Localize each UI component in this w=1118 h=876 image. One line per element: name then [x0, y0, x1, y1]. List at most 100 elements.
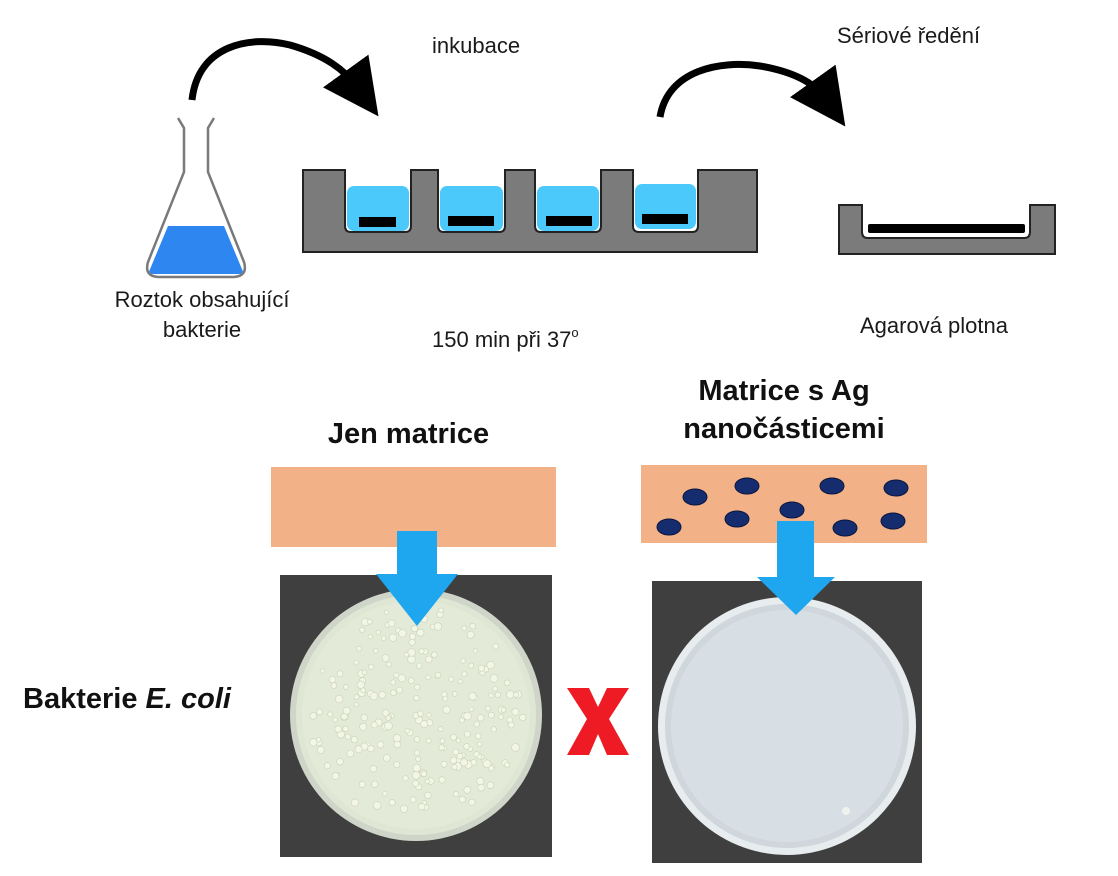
colony	[494, 691, 501, 698]
colony	[360, 687, 366, 694]
colony	[438, 744, 445, 751]
colony	[416, 628, 425, 637]
colony	[384, 609, 390, 615]
incubation-label: inkubace	[432, 33, 521, 58]
colony	[492, 643, 499, 650]
colony	[467, 746, 473, 752]
colony	[500, 707, 507, 713]
colony	[426, 712, 432, 718]
colony	[372, 801, 382, 810]
colony	[382, 709, 390, 717]
time-temp-label: 150 min při 37o	[432, 325, 579, 352]
colony	[468, 692, 477, 701]
colony	[350, 736, 358, 744]
colony	[414, 683, 421, 691]
colony	[412, 780, 420, 787]
cross-icon	[567, 688, 629, 755]
colony	[411, 771, 421, 780]
colony	[440, 760, 448, 768]
colony	[361, 669, 368, 676]
colony	[414, 749, 421, 756]
nanoparticle	[832, 519, 858, 537]
colony	[438, 607, 444, 614]
colony	[371, 780, 379, 788]
matrix-only-title: Jen matrice	[327, 418, 490, 450]
colony	[488, 692, 494, 699]
nanoparticle	[734, 477, 760, 495]
colony	[334, 725, 342, 733]
colony	[463, 730, 471, 738]
colony	[468, 706, 474, 712]
colony	[378, 691, 387, 699]
colony	[353, 694, 360, 700]
colony	[336, 758, 344, 766]
colony	[457, 678, 463, 684]
colony	[346, 749, 355, 758]
colony	[309, 738, 318, 747]
colony	[470, 759, 478, 766]
solution-label: Roztok obsahující bakterie	[114, 287, 290, 342]
nanoparticles	[656, 477, 909, 537]
colony	[418, 803, 426, 811]
colony	[451, 764, 458, 771]
colony	[371, 721, 378, 729]
nanoparticle	[819, 477, 845, 495]
colony	[416, 662, 423, 669]
colony	[463, 711, 472, 721]
colony	[323, 762, 331, 770]
colony	[449, 756, 458, 765]
colony	[367, 634, 373, 640]
colony	[452, 691, 458, 697]
colony	[484, 705, 491, 712]
colony	[474, 732, 482, 740]
colony	[442, 695, 449, 702]
nanoparticle	[656, 518, 682, 536]
colony	[315, 737, 322, 743]
colony	[409, 633, 416, 640]
colony	[403, 652, 409, 658]
nanoparticle	[880, 512, 906, 530]
colony	[477, 664, 485, 672]
colony	[390, 679, 397, 686]
serial-dilution-label: Sériové ředění	[837, 23, 981, 48]
agar-plate-label: Agarová plotna	[860, 313, 1008, 338]
colony	[415, 756, 421, 762]
colony	[438, 776, 446, 784]
colony	[472, 648, 478, 654]
colony	[420, 720, 428, 728]
colony	[360, 714, 368, 722]
well-tray-icon	[302, 169, 758, 253]
colony	[425, 655, 433, 664]
colony	[425, 674, 431, 681]
colony	[402, 775, 409, 782]
curved-arrow-icon	[656, 60, 846, 127]
colony	[390, 689, 397, 696]
colony	[356, 680, 365, 689]
colony	[354, 745, 363, 754]
colony	[513, 691, 519, 698]
colony	[431, 651, 438, 658]
colony	[452, 748, 460, 756]
colony	[468, 662, 475, 669]
colony	[388, 799, 396, 807]
colony	[369, 765, 378, 773]
colony	[476, 741, 483, 747]
colony	[507, 721, 515, 729]
colony	[492, 685, 498, 692]
colony	[373, 648, 379, 654]
colony	[332, 717, 338, 723]
petri-dish-clear	[658, 597, 916, 855]
colony	[424, 778, 430, 785]
colony	[351, 798, 360, 807]
colony	[320, 668, 326, 674]
colony	[397, 674, 406, 683]
colony	[511, 743, 520, 752]
bacteria-label: Bakterie E. coli	[23, 683, 231, 715]
colony	[477, 783, 485, 792]
colony	[327, 711, 333, 718]
nanoparticle	[724, 510, 750, 528]
colony	[393, 761, 401, 768]
colony	[342, 725, 349, 733]
